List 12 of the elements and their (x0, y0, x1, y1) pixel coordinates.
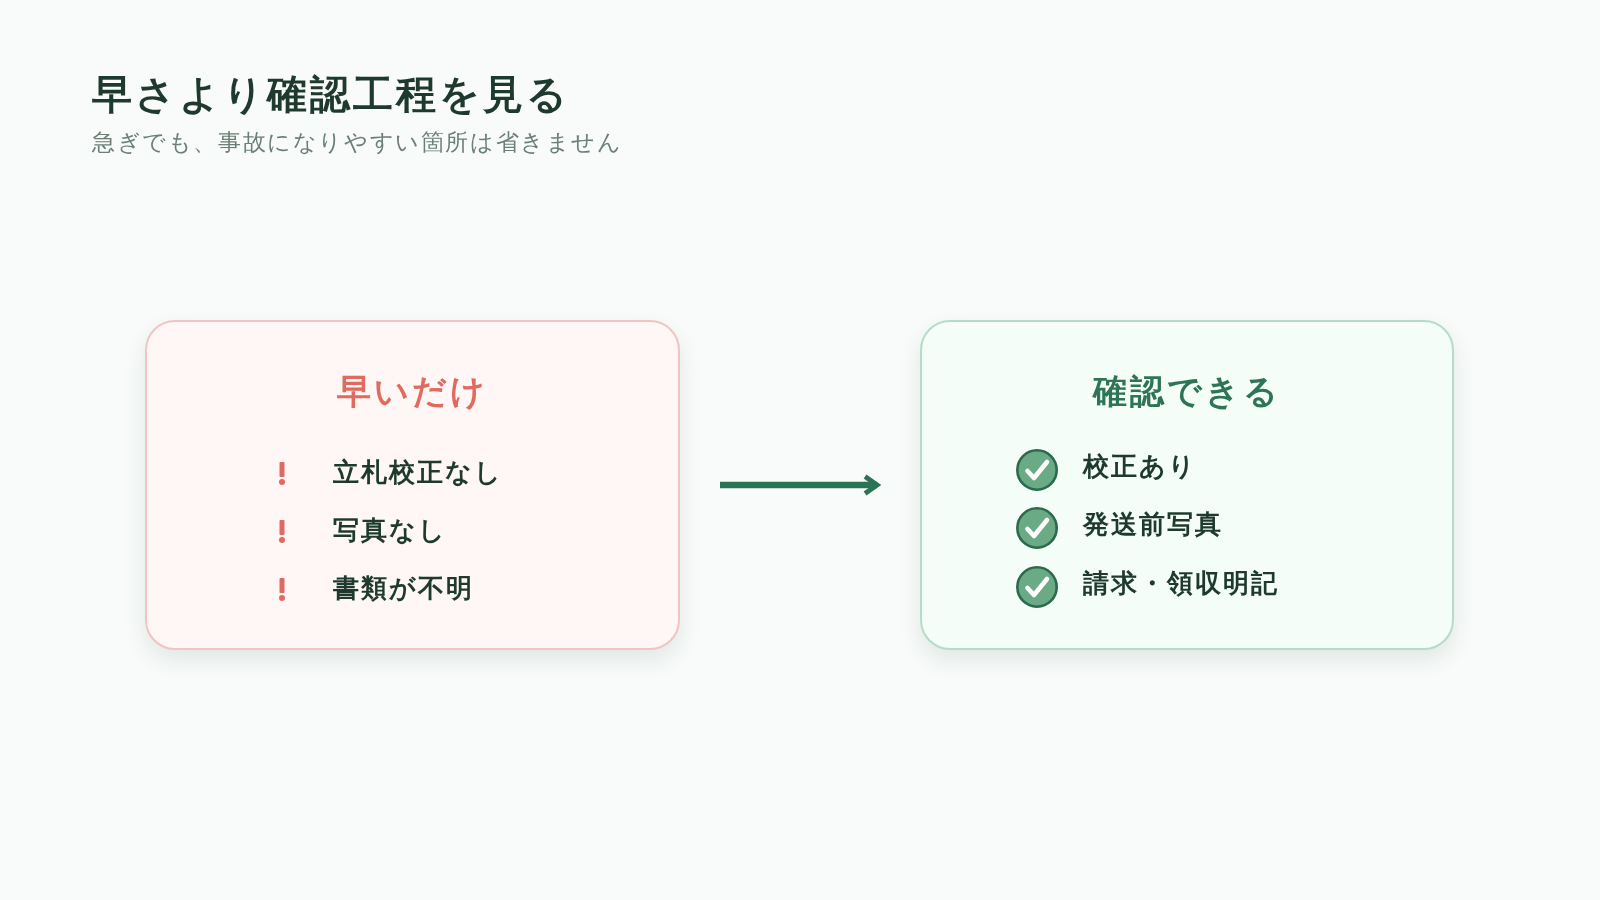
list-item: 立札校正なし (333, 457, 503, 489)
list-item: 書類が不明 (333, 573, 474, 605)
card (920, 320, 1454, 650)
list-item: 写真なし (333, 515, 447, 547)
list-item: 発送前写真 (1083, 509, 1223, 541)
list-item: 請求・領収明記 (1083, 568, 1279, 600)
card (145, 320, 680, 650)
subtitle: 急ぎでも、事故になりやすい箇所は省きません (92, 129, 623, 157)
title: 早さより確認工程を見る (92, 70, 570, 118)
card-heading: 確認できる (1093, 370, 1281, 412)
card-heading: 早いだけ (337, 370, 488, 412)
list-item: 校正あり (1083, 451, 1197, 483)
